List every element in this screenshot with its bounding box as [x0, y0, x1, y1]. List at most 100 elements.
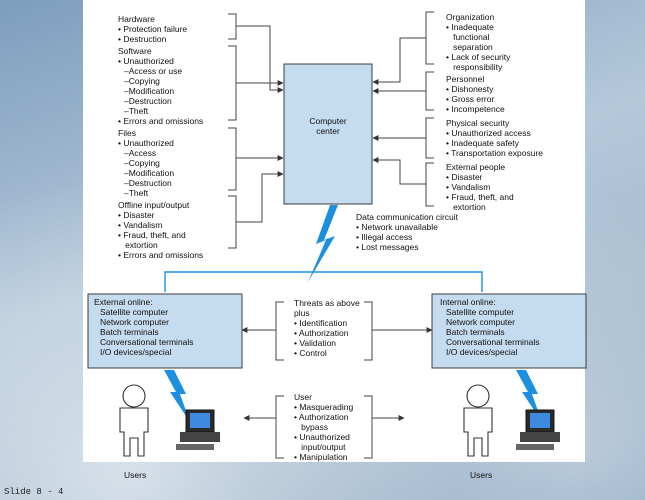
physical-block: Physical security • Unauthorized access …	[446, 118, 543, 158]
threats-item: • Identification	[294, 318, 347, 328]
personnel-bracket	[425, 71, 434, 111]
threats-item: • Validation	[294, 338, 336, 348]
offline-item: • Fraud, theft, and	[118, 230, 186, 240]
connector-lines	[228, 11, 434, 459]
users-label-left: Users	[124, 470, 146, 480]
organization-arrow	[372, 37, 426, 85]
user-item: input/output	[294, 442, 346, 452]
software-item: –Copying	[124, 76, 160, 86]
personnel-title: Personnel	[446, 74, 484, 84]
external-online-item: Satellite computer	[100, 307, 168, 317]
lightning-bolt-left	[164, 370, 190, 422]
organization-item: separation	[446, 42, 493, 52]
personnel-item: • Gross error	[446, 94, 494, 104]
personnel-block: Personnel • Dishonesty • Gross error • I…	[446, 74, 505, 114]
data-comm-item: • Illegal access	[356, 232, 412, 242]
physical-item: • Transportation exposure	[446, 148, 543, 158]
software-item: –Access or use	[124, 66, 182, 76]
internal-online-text: Internal online: Satellite computer Netw…	[440, 297, 540, 357]
offline-arrow	[236, 171, 284, 223]
network-line	[164, 271, 483, 292]
internal-online-title: Internal online:	[440, 297, 496, 307]
files-item: –Destruction	[124, 178, 172, 188]
physical-title: Physical security	[446, 118, 510, 128]
lightning-bolt-right	[516, 370, 542, 422]
external-online-box	[87, 293, 243, 369]
external-people-bracket	[425, 162, 434, 207]
external-people-block: External people • Disaster • Vandalism •…	[446, 162, 514, 212]
files-item: –Access	[124, 148, 156, 158]
network-lines	[164, 271, 483, 292]
offline-item: • Vandalism	[118, 220, 162, 230]
computer-center-line: center	[316, 126, 340, 136]
software-item: –Theft	[124, 106, 149, 116]
organization-item: functional	[446, 32, 490, 42]
offline-item: extortion	[118, 240, 158, 250]
external-people-title: External people	[446, 162, 505, 172]
terminal-right-icon	[516, 409, 560, 450]
user-block: User • Masquerading • Authorization bypa…	[294, 392, 353, 462]
data-comm-block: Data communication circuit • Network una…	[356, 212, 459, 252]
organization-bracket	[425, 11, 434, 65]
external-online-item: Network computer	[100, 317, 169, 327]
user-figure-right-icon	[463, 384, 493, 457]
data-comm-item: • Network unavailable	[356, 222, 438, 232]
external-online-item: Batch terminals	[100, 327, 159, 337]
offline-bracket	[228, 195, 237, 249]
software-block: Software • Unauthorized –Access or use –…	[118, 46, 203, 126]
software-item: –Modification	[124, 86, 174, 96]
organization-block: Organization • Inadequate functional sep…	[446, 12, 511, 72]
hardware-block: Hardware • Protection failure • Destruct…	[118, 14, 187, 44]
software-bracket	[228, 45, 237, 121]
user-item: • Authorization	[294, 412, 349, 422]
files-item: –Copying	[124, 158, 160, 168]
external-online-text: External online: Satellite computer Netw…	[94, 297, 194, 357]
external-people-arrow	[372, 157, 426, 185]
internal-online-item: Satellite computer	[446, 307, 514, 317]
hardware-bracket	[228, 13, 237, 40]
data-comm-title: Data communication circuit	[356, 212, 459, 222]
offline-item: • Disaster	[118, 210, 155, 220]
files-item: • Unauthorized	[118, 138, 174, 148]
software-item: • Errors and omissions	[118, 116, 203, 126]
organization-item: • Lack of security	[446, 52, 511, 62]
hardware-arrow	[236, 25, 284, 93]
physical-item: • Inadequate safety	[446, 138, 520, 148]
internal-online-item: Network computer	[446, 317, 515, 327]
user-item: • Unauthorized	[294, 432, 350, 442]
files-title: Files	[118, 128, 136, 138]
files-item: –Theft	[124, 188, 149, 198]
hardware-item: • Protection failure	[118, 24, 187, 34]
files-bracket	[228, 127, 237, 191]
user-item: • Masquerading	[294, 402, 353, 412]
users-label-right: Users	[470, 470, 492, 480]
lightning-bolt-center	[308, 205, 338, 282]
external-online-item: I/O devices/special	[100, 347, 171, 357]
threats-block: Threats as above plus • Identification •…	[294, 298, 360, 358]
physical-bracket	[425, 117, 434, 159]
threats-item: • Authorization	[294, 328, 349, 338]
offline-block: Offline input/output • Disaster • Vandal…	[118, 200, 203, 260]
user-item: • Manipulation	[294, 452, 348, 462]
external-online-title: External online:	[94, 297, 153, 307]
personnel-item: • Dishonesty	[446, 84, 494, 94]
external-people-item: • Vandalism	[446, 182, 490, 192]
threats-line: plus	[294, 308, 310, 318]
physical-item: • Unauthorized access	[446, 128, 531, 138]
external-people-item: • Disaster	[446, 172, 483, 182]
files-item: –Modification	[124, 168, 174, 178]
offline-title: Offline input/output	[118, 200, 190, 210]
user-title: User	[294, 392, 312, 402]
terminal-left-icon	[176, 409, 220, 450]
threats-line: Threats as above	[294, 298, 360, 308]
files-block: Files • Unauthorized –Access –Copying –M…	[118, 128, 174, 198]
computer-center-box	[283, 63, 373, 205]
external-online-item: Conversational terminals	[100, 337, 194, 347]
slide-footer: Slide 8 - 4	[4, 487, 64, 497]
hardware-item: • Destruction	[118, 34, 167, 44]
software-item: • Unauthorized	[118, 56, 174, 66]
user-bracket-left	[275, 395, 284, 459]
threats-item: • Control	[294, 348, 327, 358]
user-item: bypass	[294, 422, 328, 432]
organization-item: responsibility	[446, 62, 503, 72]
